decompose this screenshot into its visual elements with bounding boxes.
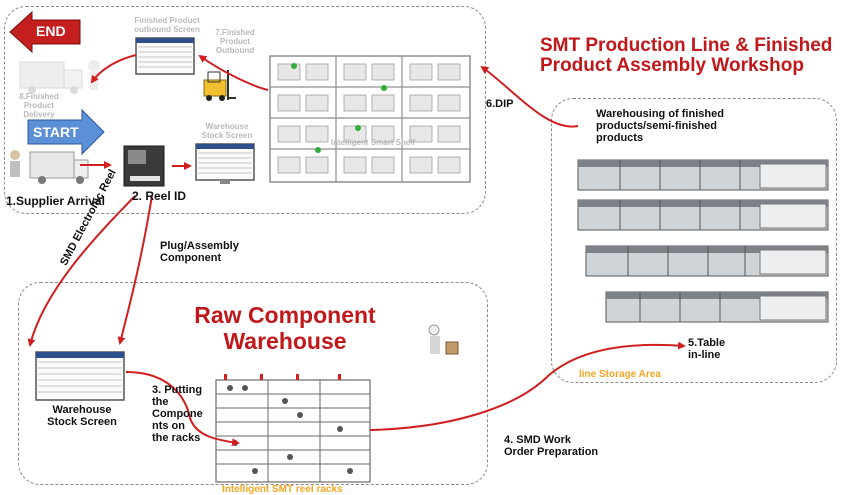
faded-line: 7.Finished <box>215 28 255 37</box>
step-dip: 6.DIP <box>486 98 514 110</box>
warehouse-stock-screen-bottom-icon <box>35 351 125 401</box>
smt-workshop-title-line1: SMT Production Line & Finished <box>540 35 833 56</box>
step-putting-line: 3. Putting <box>152 384 203 396</box>
end-label: END <box>36 23 66 39</box>
faded-line: Product <box>23 101 55 110</box>
line-storage-area-label: line Storage Area <box>579 369 661 380</box>
warehouse-stock-screen-bottom-label: Warehouse Stock Screen <box>38 404 126 428</box>
smart-shelf-label: Intelligent Smart Shelf <box>330 138 416 147</box>
step-finished-delivery: 8.Finished Product Delivery <box>14 92 64 119</box>
faded-line: 8.Finished <box>19 92 59 101</box>
forklift-icon <box>203 70 236 101</box>
step-putting-line: Compone <box>152 408 203 420</box>
step-putting-line: the <box>152 396 169 408</box>
start-arrow-icon <box>27 108 105 156</box>
warehousing-text-line: Warehousing of finished <box>596 108 724 120</box>
delivery-truck-icon <box>19 60 100 94</box>
smt-line-region <box>551 98 837 383</box>
step-table-inline: 5.Table in-line <box>688 337 725 361</box>
finished-outbound-screen-label: Finished Product outbound Screen <box>132 16 202 34</box>
step-reel-id: 2. Reel ID <box>132 189 187 203</box>
faded-line: outbound Screen <box>134 25 200 34</box>
raw-warehouse-title-line1: Raw Component <box>194 302 376 328</box>
smt-reel-racks-icon <box>215 374 371 483</box>
warehousing-text-line: products/semi-finished <box>596 120 718 132</box>
start-label: START <box>33 124 79 140</box>
step-smd-work-line: Order Preparation <box>504 446 599 458</box>
step-putting-line: the racks <box>152 432 201 444</box>
plug-assembly-label: Plug/Assembly Component <box>160 240 239 264</box>
step-putting: 3. Putting the Compone nts on the racks <box>152 384 203 444</box>
faded-line: Outbound <box>215 46 255 55</box>
warehousing-text-line: products <box>596 132 644 144</box>
stock-screen-line: Warehouse <box>52 404 112 416</box>
finished-product-warehouse-region <box>4 6 486 214</box>
smt-workshop-title: SMT Production Line & Finished Product A… <box>540 36 832 76</box>
warehouse-stock-screen-top-icon <box>195 143 255 184</box>
faded-line: Stock Screen <box>201 131 253 140</box>
smt-production-lines-icon <box>577 159 829 323</box>
faded-line: Delivery <box>23 110 55 119</box>
warehouse-stock-screen-top-label: Warehouse Stock Screen <box>196 122 258 140</box>
smt-workshop-title-line2: Product Assembly Workshop <box>540 55 804 76</box>
label-printer-icon <box>123 145 165 187</box>
plug-assembly-line: Plug/Assembly <box>160 240 239 252</box>
step-supplier-arrival: 1.Supplier Arrival <box>6 194 105 208</box>
end-arrow-icon <box>9 10 81 54</box>
finished-outbound-screen-icon <box>135 37 195 75</box>
stock-screen-line: Stock Screen <box>47 416 117 428</box>
plug-assembly-line: Component <box>160 252 222 264</box>
faded-line: Finished Product <box>134 16 200 25</box>
step-smd-work: 4. SMD Work Order Preparation <box>504 434 598 458</box>
raw-warehouse-region <box>18 282 488 485</box>
warehousing-text: Warehousing of finished products/semi-fi… <box>596 108 724 144</box>
step-smd-work-line: 4. SMD Work <box>504 434 572 446</box>
supplier-truck-icon <box>10 150 89 184</box>
intelligent-reel-racks-label: Intelligent SMT reel racks <box>222 484 343 495</box>
step-finished-outbound: 7.Finished Product Outbound <box>210 28 260 55</box>
raw-warehouse-title: Raw Component Warehouse <box>174 302 396 354</box>
step-table-line: 5.Table <box>688 337 726 349</box>
faded-line: Warehouse <box>205 122 249 131</box>
smart-shelf-icon <box>269 55 471 183</box>
raw-warehouse-title-line2: Warehouse <box>223 328 347 354</box>
worker-icon <box>428 324 459 355</box>
faded-line: Product <box>219 37 251 46</box>
step-putting-line: nts on <box>152 420 185 432</box>
step-table-line: in-line <box>688 349 721 361</box>
